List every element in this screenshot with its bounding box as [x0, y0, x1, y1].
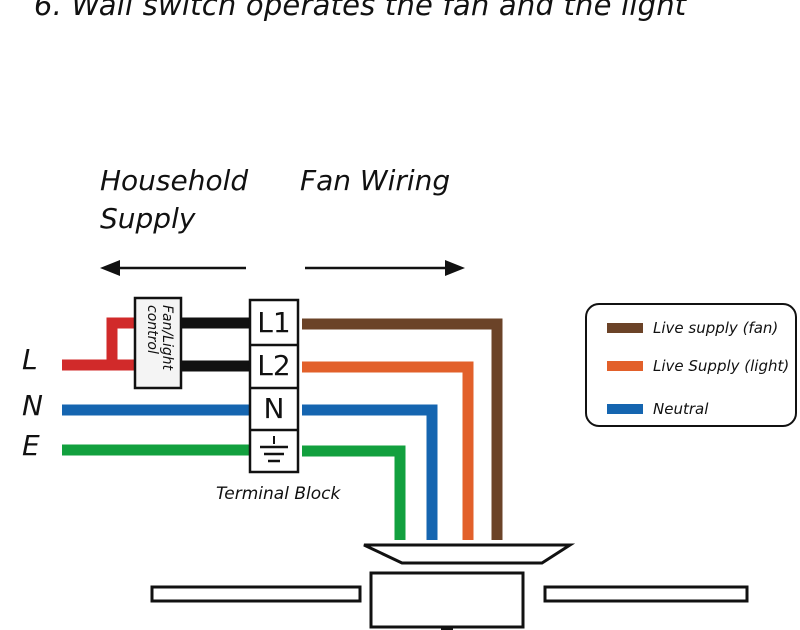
- line-label-l: L: [22, 343, 38, 376]
- fan-wire-n-blue: [302, 404, 438, 540]
- legend-swatch-brown: [607, 323, 643, 333]
- line-label-e: E: [22, 429, 40, 462]
- household-supply-arrow: [100, 260, 246, 276]
- terminal-block-caption: Terminal Block: [216, 484, 341, 504]
- terminal-n: N: [263, 392, 285, 425]
- diagram-title: 6. Wall switch operates the fan and the …: [34, 0, 687, 22]
- legend-swatch-orange: [607, 361, 643, 371]
- legend-item-live-fan: Live supply (fan): [607, 319, 778, 337]
- legend: Live supply (fan) Live Supply (light) Ne…: [585, 303, 797, 427]
- live-wire: [62, 317, 135, 371]
- line-label-n: N: [22, 389, 43, 422]
- legend-label: Neutral: [653, 400, 709, 418]
- fan-blade-right: [543, 585, 749, 603]
- fan-wiring-arrow: [305, 260, 465, 276]
- legend-label: Live Supply (light): [653, 357, 790, 375]
- legend-item-neutral: Neutral: [607, 400, 708, 418]
- fan-wire-e-green: [302, 445, 406, 540]
- terminal-l1: L1: [257, 306, 291, 339]
- fan-wiring-header: Fan Wiring: [300, 164, 451, 197]
- control-label-wrap: Fan/Light control: [135, 300, 181, 388]
- legend-item-live-light: Live Supply (light): [607, 357, 789, 375]
- fan-wire-l1-brown: [302, 318, 503, 540]
- legend-swatch-blue: [607, 404, 643, 414]
- fan-light-control-box: [133, 296, 183, 390]
- legend-label: Live supply (fan): [653, 319, 779, 337]
- control-label: Fan/Light control: [144, 305, 175, 371]
- fan-blade-left: [150, 585, 362, 603]
- fan-canopy: [363, 543, 576, 565]
- fan-wire-l2-orange: [302, 361, 474, 540]
- terminal-l2: L2: [257, 349, 291, 382]
- fan-light-stem: [441, 627, 453, 630]
- earth-symbol-icon: [260, 436, 288, 463]
- fan-motor-housing: [369, 571, 525, 629]
- household-supply-header: Household Supply: [100, 164, 249, 235]
